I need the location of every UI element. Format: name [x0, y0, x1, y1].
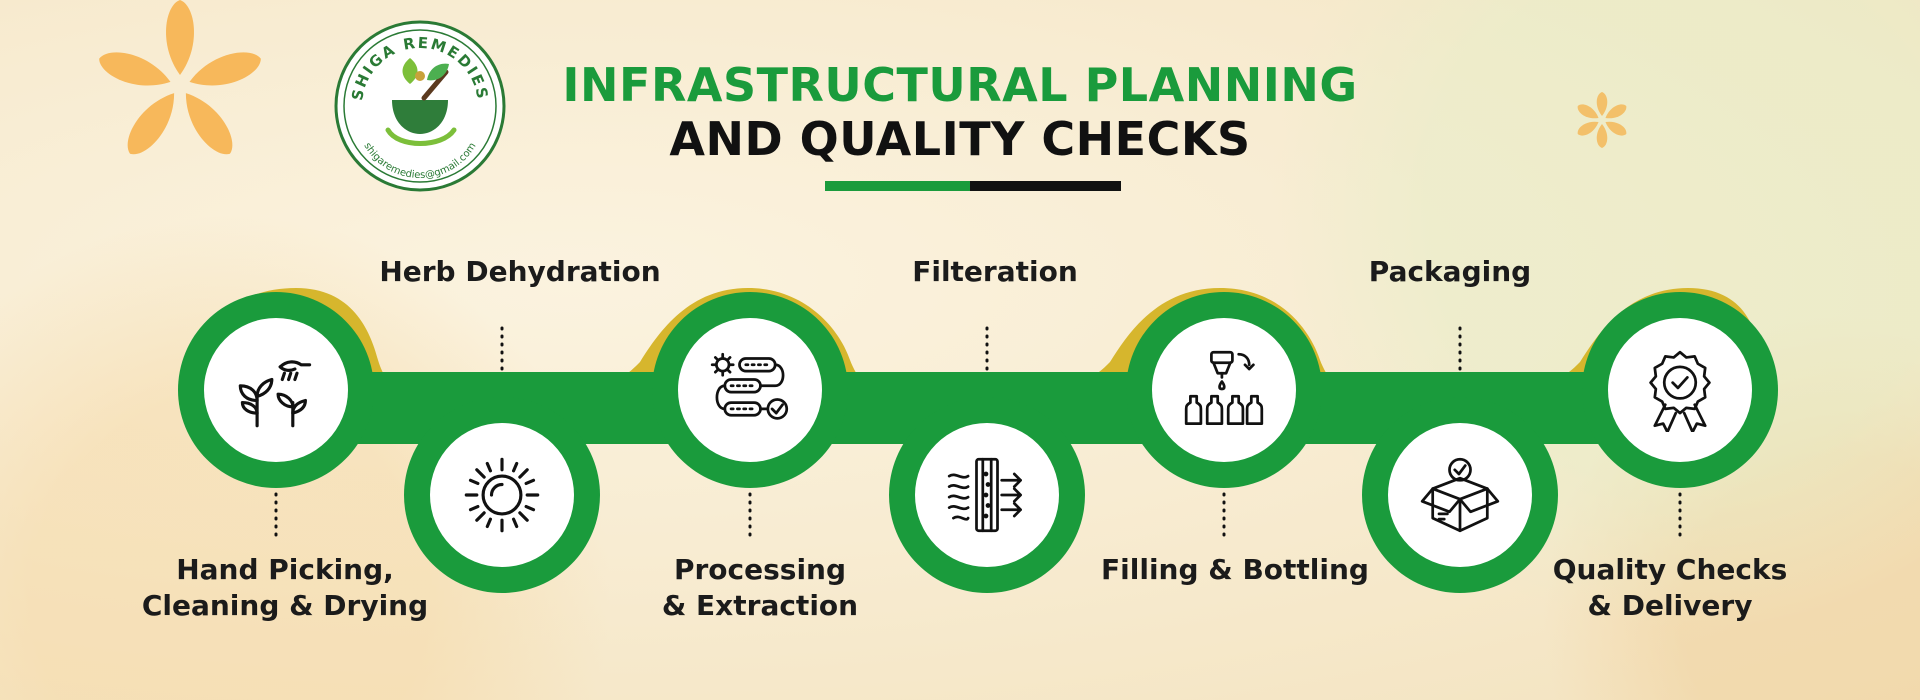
step-node-1 — [178, 292, 374, 488]
step-label-filling-bottling: Filling & Bottling — [1101, 553, 1369, 586]
step-node-5 — [1126, 292, 1322, 488]
step-node-face — [1152, 318, 1296, 462]
step-node-face — [1388, 423, 1532, 567]
step-label-herb-dehydration: Herb Dehydration — [379, 255, 661, 288]
step-label-filteration: Filteration — [912, 255, 1078, 288]
step-node-face — [1608, 318, 1752, 462]
step-node-face — [430, 423, 574, 567]
step-node-2 — [404, 397, 600, 593]
step-node-6 — [1362, 397, 1558, 593]
page-title-line-2: AND QUALITY CHECKS — [669, 112, 1251, 166]
step-node-4 — [889, 397, 1085, 593]
step-label-hand-picking: Hand Picking, Cleaning & Drying — [141, 553, 429, 623]
step-node-3 — [652, 292, 848, 488]
step-node-face — [204, 318, 348, 462]
underline-green-segment — [825, 181, 970, 191]
page-title-line-1: INFRASTRUCTURAL PLANNING — [562, 58, 1358, 112]
step-label-processing-extraction: Processing & Extraction — [661, 553, 859, 623]
brand-logo: SHIGA REMEDIES shigaremedies@gmail.com — [334, 20, 506, 192]
step-label-quality-delivery: Quality Checks & Delivery — [1552, 553, 1788, 623]
step-node-face — [678, 318, 822, 462]
title-underline — [825, 181, 1121, 191]
step-label-packaging: Packaging — [1368, 255, 1532, 288]
step-node-7 — [1582, 292, 1778, 488]
underline-black-segment — [970, 181, 1121, 191]
